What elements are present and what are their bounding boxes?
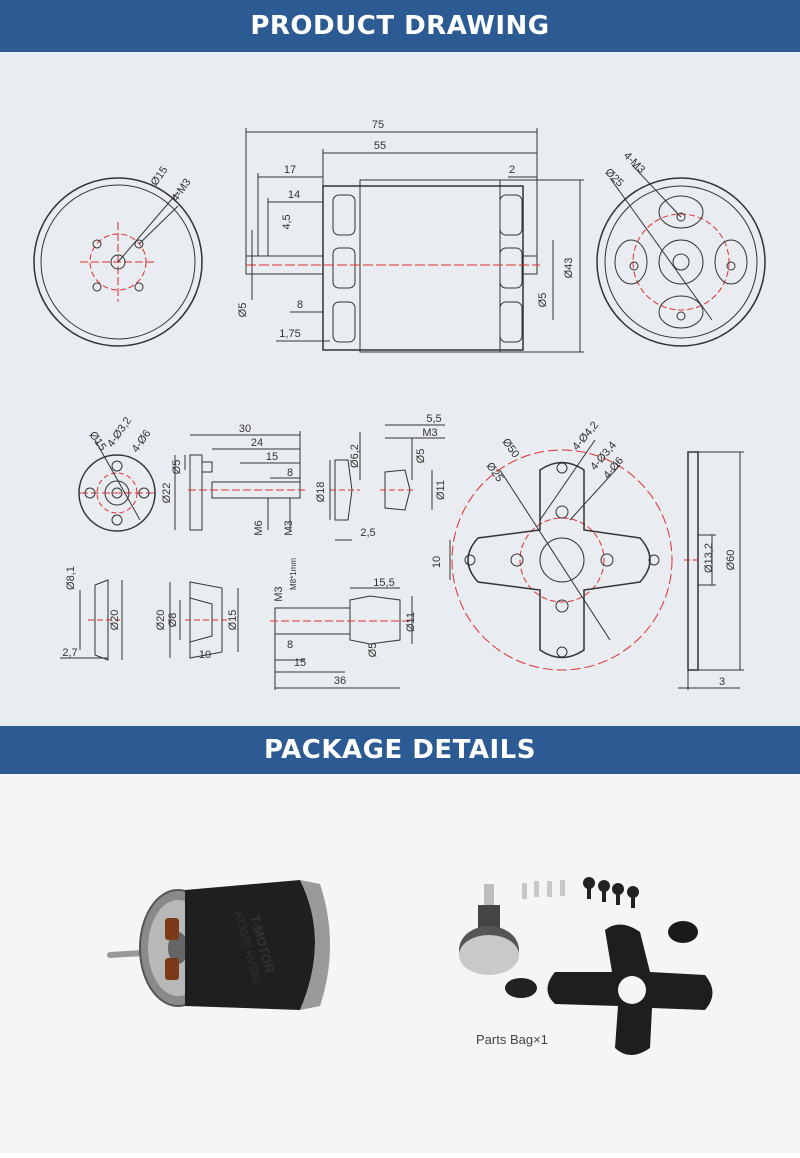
dim-hub-d6: 4-Ø6 bbox=[130, 428, 154, 455]
dim-cone-d81: Ø8,1 bbox=[65, 566, 77, 590]
dim-shaft-15: 15 bbox=[266, 451, 278, 463]
prop-adapter-view bbox=[270, 587, 413, 690]
dim-nut-d11: Ø11 bbox=[435, 480, 447, 500]
collet-view bbox=[169, 581, 239, 659]
dim-washer-25: 2,5 bbox=[360, 527, 375, 539]
dim-shaft-m6: M6 bbox=[253, 520, 265, 535]
cross-mount-view bbox=[449, 439, 673, 671]
dim-front-d15: Ø15 bbox=[149, 164, 171, 188]
product-drawing-title: PRODUCT DRAWING bbox=[250, 11, 550, 41]
hub-front-view bbox=[78, 439, 156, 532]
dim-adapter-36: 36 bbox=[334, 675, 346, 687]
dim-plate-3: 3 bbox=[719, 676, 725, 688]
dim-side-2: 2 bbox=[509, 164, 515, 176]
dim-cone-d20: Ø20 bbox=[109, 610, 121, 631]
motor-photo: T-MOTOR AT3530 KV580 bbox=[107, 880, 330, 1010]
dim-plate-d60: Ø60 bbox=[725, 550, 737, 571]
dim-collet-d15: Ø15 bbox=[227, 610, 239, 631]
dim-shaft-d5: Ø5 bbox=[171, 460, 183, 475]
dim-mount-d42: 4-Ø4,2 bbox=[570, 419, 601, 452]
dim-mount-d25: Ø25 bbox=[484, 460, 506, 484]
package-illustration: T-MOTOR AT3530 KV580 bbox=[107, 877, 713, 1055]
technical-drawing: 75 55 17 14 4,5 2 Ø43 Ø5 8 1,75 Ø5 Ø15 4… bbox=[33, 119, 766, 690]
motor-side-view bbox=[245, 128, 584, 353]
collar-photo bbox=[668, 921, 698, 943]
nut-view bbox=[380, 424, 445, 511]
dim-plate-d132: Ø13,2 bbox=[703, 543, 715, 573]
washer-view bbox=[329, 432, 361, 541]
washer-photo bbox=[505, 978, 537, 998]
dim-shaft-24: 24 bbox=[251, 437, 263, 449]
dim-rear-4m3: 4-M3 bbox=[621, 150, 647, 176]
dim-front-4m3: 4-M3 bbox=[169, 177, 193, 204]
dim-side-body: 55 bbox=[374, 140, 386, 152]
dim-collet-10: 10 bbox=[199, 649, 211, 661]
dim-hub-d15: Ø15 bbox=[87, 429, 109, 453]
dim-shaft-d22: Ø22 bbox=[161, 483, 173, 504]
package-details-header: PACKAGE DETAILS bbox=[0, 726, 800, 774]
dim-collet-d20: Ø20 bbox=[155, 610, 167, 631]
dim-shaft-8: 8 bbox=[287, 467, 293, 479]
dim-collet-d8: Ø8 bbox=[167, 613, 179, 628]
shaft-side-view bbox=[174, 431, 305, 531]
dim-rear-d25: Ø25 bbox=[603, 166, 626, 189]
mount-plate-side-view bbox=[678, 451, 744, 690]
dim-side-14: 14 bbox=[288, 189, 300, 201]
dim-side-8: 8 bbox=[297, 299, 303, 311]
dim-adapter-d11: Ø11 bbox=[405, 612, 417, 632]
motor-front-view bbox=[33, 177, 203, 347]
package-details-title: PACKAGE DETAILS bbox=[264, 735, 536, 765]
dim-side-175: 1,75 bbox=[279, 328, 300, 340]
dim-nut-m3: M3 bbox=[422, 427, 437, 439]
product-drawing-panel: 75 55 17 14 4,5 2 Ø43 Ø5 8 1,75 Ø5 Ø15 4… bbox=[0, 52, 800, 726]
dim-side-d43: Ø43 bbox=[563, 258, 575, 279]
dim-side-overall: 75 bbox=[372, 119, 384, 131]
product-drawing-header: PRODUCT DRAWING bbox=[0, 0, 800, 52]
dim-adapter-d5: Ø5 bbox=[367, 643, 379, 658]
parts-bag-caption: Parts Bag×1 bbox=[476, 1032, 548, 1047]
dim-adapter-15: 15 bbox=[294, 657, 306, 669]
dim-cone-27: 2,7 bbox=[62, 647, 77, 659]
dim-side-d5-left: Ø5 bbox=[237, 303, 249, 318]
dim-adapter-m3: M3 bbox=[273, 586, 285, 601]
dim-adapter-8: 8 bbox=[287, 639, 293, 651]
dim-mount-d50: Ø50 bbox=[500, 436, 522, 460]
prop-adapter-photo bbox=[459, 884, 519, 975]
dim-adapter-m8: M8*1mm bbox=[289, 558, 298, 590]
dim-side-17: 17 bbox=[284, 164, 296, 176]
motor-rear-view bbox=[596, 164, 766, 347]
dim-side-45: 4,5 bbox=[281, 214, 293, 229]
dim-shaft-m3: M3 bbox=[283, 520, 295, 535]
screws-photo bbox=[522, 877, 639, 908]
dim-shaft-30: 30 bbox=[239, 423, 251, 435]
dim-mount-10: 10 bbox=[431, 556, 443, 568]
dim-hub-d32: 4-Ø3,2 bbox=[105, 415, 134, 449]
dim-washer-d62: Ø6,2 bbox=[349, 444, 361, 468]
package-details-panel: T-MOTOR AT3530 KV580 Parts Bag×1 bbox=[0, 774, 800, 1153]
dim-side-d5-right: Ø5 bbox=[537, 293, 549, 308]
dim-adapter-155: 15,5 bbox=[373, 577, 394, 589]
cone-view bbox=[60, 579, 123, 661]
dim-nut-d5: Ø5 bbox=[415, 449, 427, 464]
dim-washer-d18: Ø18 bbox=[315, 482, 327, 503]
dim-nut-55: 5,5 bbox=[426, 413, 441, 425]
cross-mount-photo bbox=[547, 924, 713, 1055]
